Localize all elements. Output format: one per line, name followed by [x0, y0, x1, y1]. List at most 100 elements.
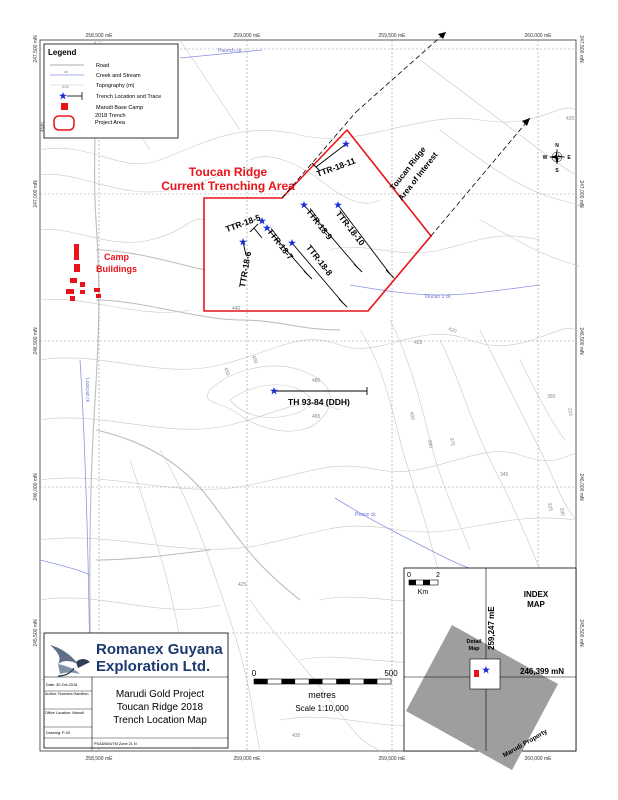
northing-label-right: 247,000 mN [578, 180, 584, 208]
scale-zero: 0 [252, 669, 257, 678]
company-name: Exploration Ltd. [96, 658, 210, 675]
contour-label: 315 [566, 407, 573, 416]
northing-label-left: 247,000 mN [33, 180, 39, 208]
contour-label: 425 [238, 582, 247, 588]
camp-building [94, 288, 100, 292]
camp-label: Camp [104, 252, 130, 262]
legend-creek-sample: ck [64, 69, 68, 74]
title-block-frame [43, 632, 229, 749]
northing-label-left: 246,000 mN [33, 473, 39, 501]
edge-label: 45th [40, 122, 46, 132]
north-arrow: N S E W [543, 143, 572, 174]
camp-building [80, 290, 85, 294]
northing-label-right: 246,000 mN [578, 473, 584, 501]
northing-label-right: 246,500 mN [578, 327, 584, 355]
contour-label: 465 [312, 414, 321, 420]
contour-label: 480 [312, 378, 321, 384]
index-easting: 259,247 mE [487, 606, 496, 650]
index-detail-label: Map [469, 646, 481, 652]
camp-building [74, 264, 80, 272]
camp-square-icon [61, 103, 68, 110]
northing-label-right: 245,500 mN [578, 619, 584, 647]
contour-label: 390 [426, 439, 433, 448]
contour-label: 345 [500, 472, 509, 478]
index-title: MAP [527, 600, 545, 609]
company-logo-eagle-icon [50, 645, 90, 677]
trench-star-icon [288, 239, 296, 247]
title-projection: PSAD56/UTM Zone 21 N [94, 742, 137, 746]
trench-trace [315, 143, 347, 168]
contour-label: 435 [292, 733, 301, 739]
marudi-property-area [406, 625, 558, 770]
contour-label: 375 [448, 437, 455, 446]
index-scale-max: 2 [436, 572, 440, 579]
trenches [242, 143, 395, 395]
trench-trace [266, 227, 309, 276]
trench-star-icon [263, 224, 271, 232]
area-title: Toucan Ridge [189, 165, 268, 179]
easting-label-bottom: 258,500 mE [86, 756, 114, 762]
title-date: Date: 30-Oct-2018 [46, 683, 77, 687]
creek-label: Lookout ck [84, 378, 90, 403]
trench-trace [303, 204, 359, 269]
scale-max: 500 [384, 669, 398, 678]
detail-star-icon [482, 666, 490, 674]
trench-trace [337, 204, 391, 275]
legend-contour-sample: 425 [62, 84, 69, 89]
roads [89, 39, 341, 752]
easting-label-top: 258,500 mE [86, 33, 114, 39]
legend-label-trench: Trench Location and Trace [96, 94, 161, 100]
northing-label-left: 245,500 mN [33, 619, 39, 647]
northing-label-right: 247,500 mN [578, 35, 584, 63]
index-scale-unit: Km [418, 589, 429, 596]
trench-star-icon [258, 217, 266, 225]
project-area-icon [53, 115, 75, 131]
contour-label: 425 [414, 340, 423, 346]
title-drawing: Drawing: P-00 [46, 731, 70, 735]
ddh-label: TH 93-84 (DDH) [288, 397, 350, 407]
contour-label: 420 [566, 116, 575, 122]
contour-labels: 420 425 450 480 465 455 420 400 390 375 … [222, 116, 574, 739]
index-map: Detail Map INDEX MAP 259,247 mE 246,399 … [403, 567, 577, 770]
camp-label: Buildings [96, 264, 137, 274]
contour-label: 400 [408, 411, 415, 420]
camp-buildings [66, 244, 101, 301]
compass-w: W [543, 155, 548, 161]
creek-label: Peace ck [355, 512, 376, 518]
legend-label-topography: Topography (m) [96, 83, 135, 89]
trench-stars [239, 140, 350, 395]
creek-label: Toucan 1 ck [424, 294, 451, 300]
easting-label-top: 259,500 mE [379, 33, 407, 39]
index-northing: 246,399 mN [520, 667, 564, 676]
area-of-interest-arrows [281, 31, 531, 237]
camp-building [66, 289, 74, 294]
creek-label: Paunch ck [218, 48, 242, 54]
trench-trace [242, 241, 247, 256]
trench-star-icon [300, 201, 308, 209]
trench-trace [291, 242, 344, 304]
compass-e: E [567, 155, 571, 161]
title-author: Author: Romsha Hamilton [45, 692, 89, 696]
grid-labels: 258,500 mE 259,000 mE 259,500 mE 260,000… [33, 33, 584, 762]
easting-label-top: 259,000 mE [234, 33, 262, 39]
legend-label-camp: Marudi Base Camp [96, 105, 143, 111]
legend-title: Legend [48, 48, 77, 57]
index-detail-label: Detail [467, 639, 482, 645]
detail-camp-marker [474, 670, 479, 677]
easting-label-bottom: 260,000 mE [525, 756, 553, 762]
legend-label-project-area: 2018 Trench Project Area [95, 113, 126, 126]
compass-s: S [555, 168, 559, 174]
legend-label-creek: Creek and Stream [96, 73, 141, 79]
trench-star-icon [334, 201, 342, 209]
easting-label-bottom: 259,000 mE [234, 756, 262, 762]
easting-label-top: 260,000 mE [525, 33, 553, 39]
contour-label: 440 [232, 306, 241, 312]
map-title-line: Marudi Gold Project [116, 689, 205, 700]
contour-label: 450 [250, 355, 259, 365]
company-name: Romanex Guyana [96, 641, 223, 658]
northing-label-left: 247,500 mN [33, 35, 39, 63]
camp-building [80, 282, 85, 287]
legend-label-road: Road [96, 63, 109, 69]
index-title: INDEX [524, 590, 549, 599]
